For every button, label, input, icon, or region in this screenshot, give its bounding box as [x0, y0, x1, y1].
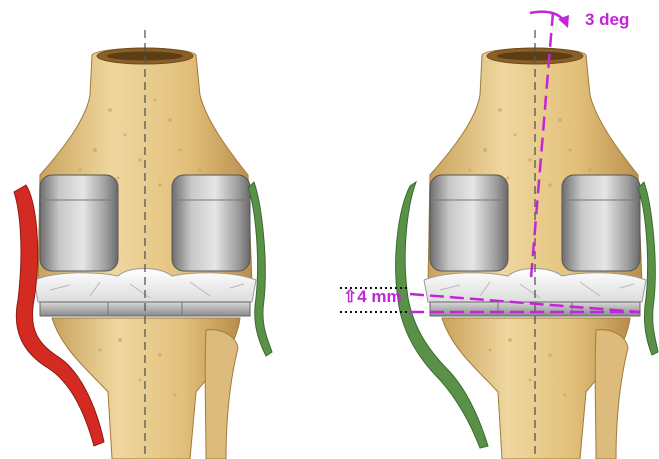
- left-knee-panel: [14, 30, 272, 459]
- arrow-up-icon: ⇧: [343, 287, 357, 306]
- rotation-label: 3 deg: [585, 11, 629, 28]
- shift-value: 4 mm: [357, 287, 401, 306]
- right-knee-panel: [340, 12, 658, 459]
- shift-label: ⇧4 mm: [343, 288, 402, 305]
